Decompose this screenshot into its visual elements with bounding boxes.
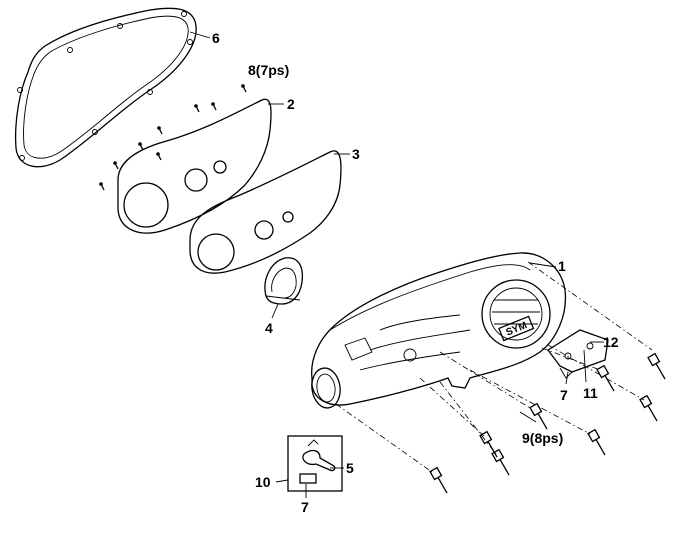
assembly-lines	[335, 261, 653, 473]
leader-lines	[189, 31, 604, 498]
callout-2: 2	[287, 96, 295, 112]
part-2-cover-plate	[117, 98, 272, 234]
part-6-gasket-ring	[14, 7, 197, 168]
part-9-bolts	[429, 352, 666, 494]
callout-4: 4	[265, 320, 273, 336]
callout-7-kit: 7	[301, 499, 309, 515]
part-8-screws	[99, 84, 247, 191]
callout-8: 8(7ps)	[248, 62, 289, 78]
callout-6: 6	[212, 30, 220, 46]
part-11-12-bracket	[547, 329, 609, 379]
callout-5: 5	[346, 460, 354, 476]
callout-9: 9(8ps)	[522, 430, 563, 446]
kit-box	[287, 435, 343, 492]
part-3-cover-plate	[189, 150, 342, 274]
callout-7-right: 7	[560, 387, 568, 403]
part-4-air-duct	[264, 257, 304, 305]
callout-labels: 1 2 3 4 5 6 7 7 8(7ps) 9(8ps) 10 11 12	[212, 30, 619, 515]
callout-3: 3	[352, 146, 360, 162]
callout-12: 12	[603, 334, 619, 350]
callout-10: 10	[255, 474, 271, 490]
callout-11: 11	[583, 385, 598, 401]
part-1-crankcase-cover: SYM	[311, 252, 567, 409]
callout-1: 1	[558, 258, 566, 274]
